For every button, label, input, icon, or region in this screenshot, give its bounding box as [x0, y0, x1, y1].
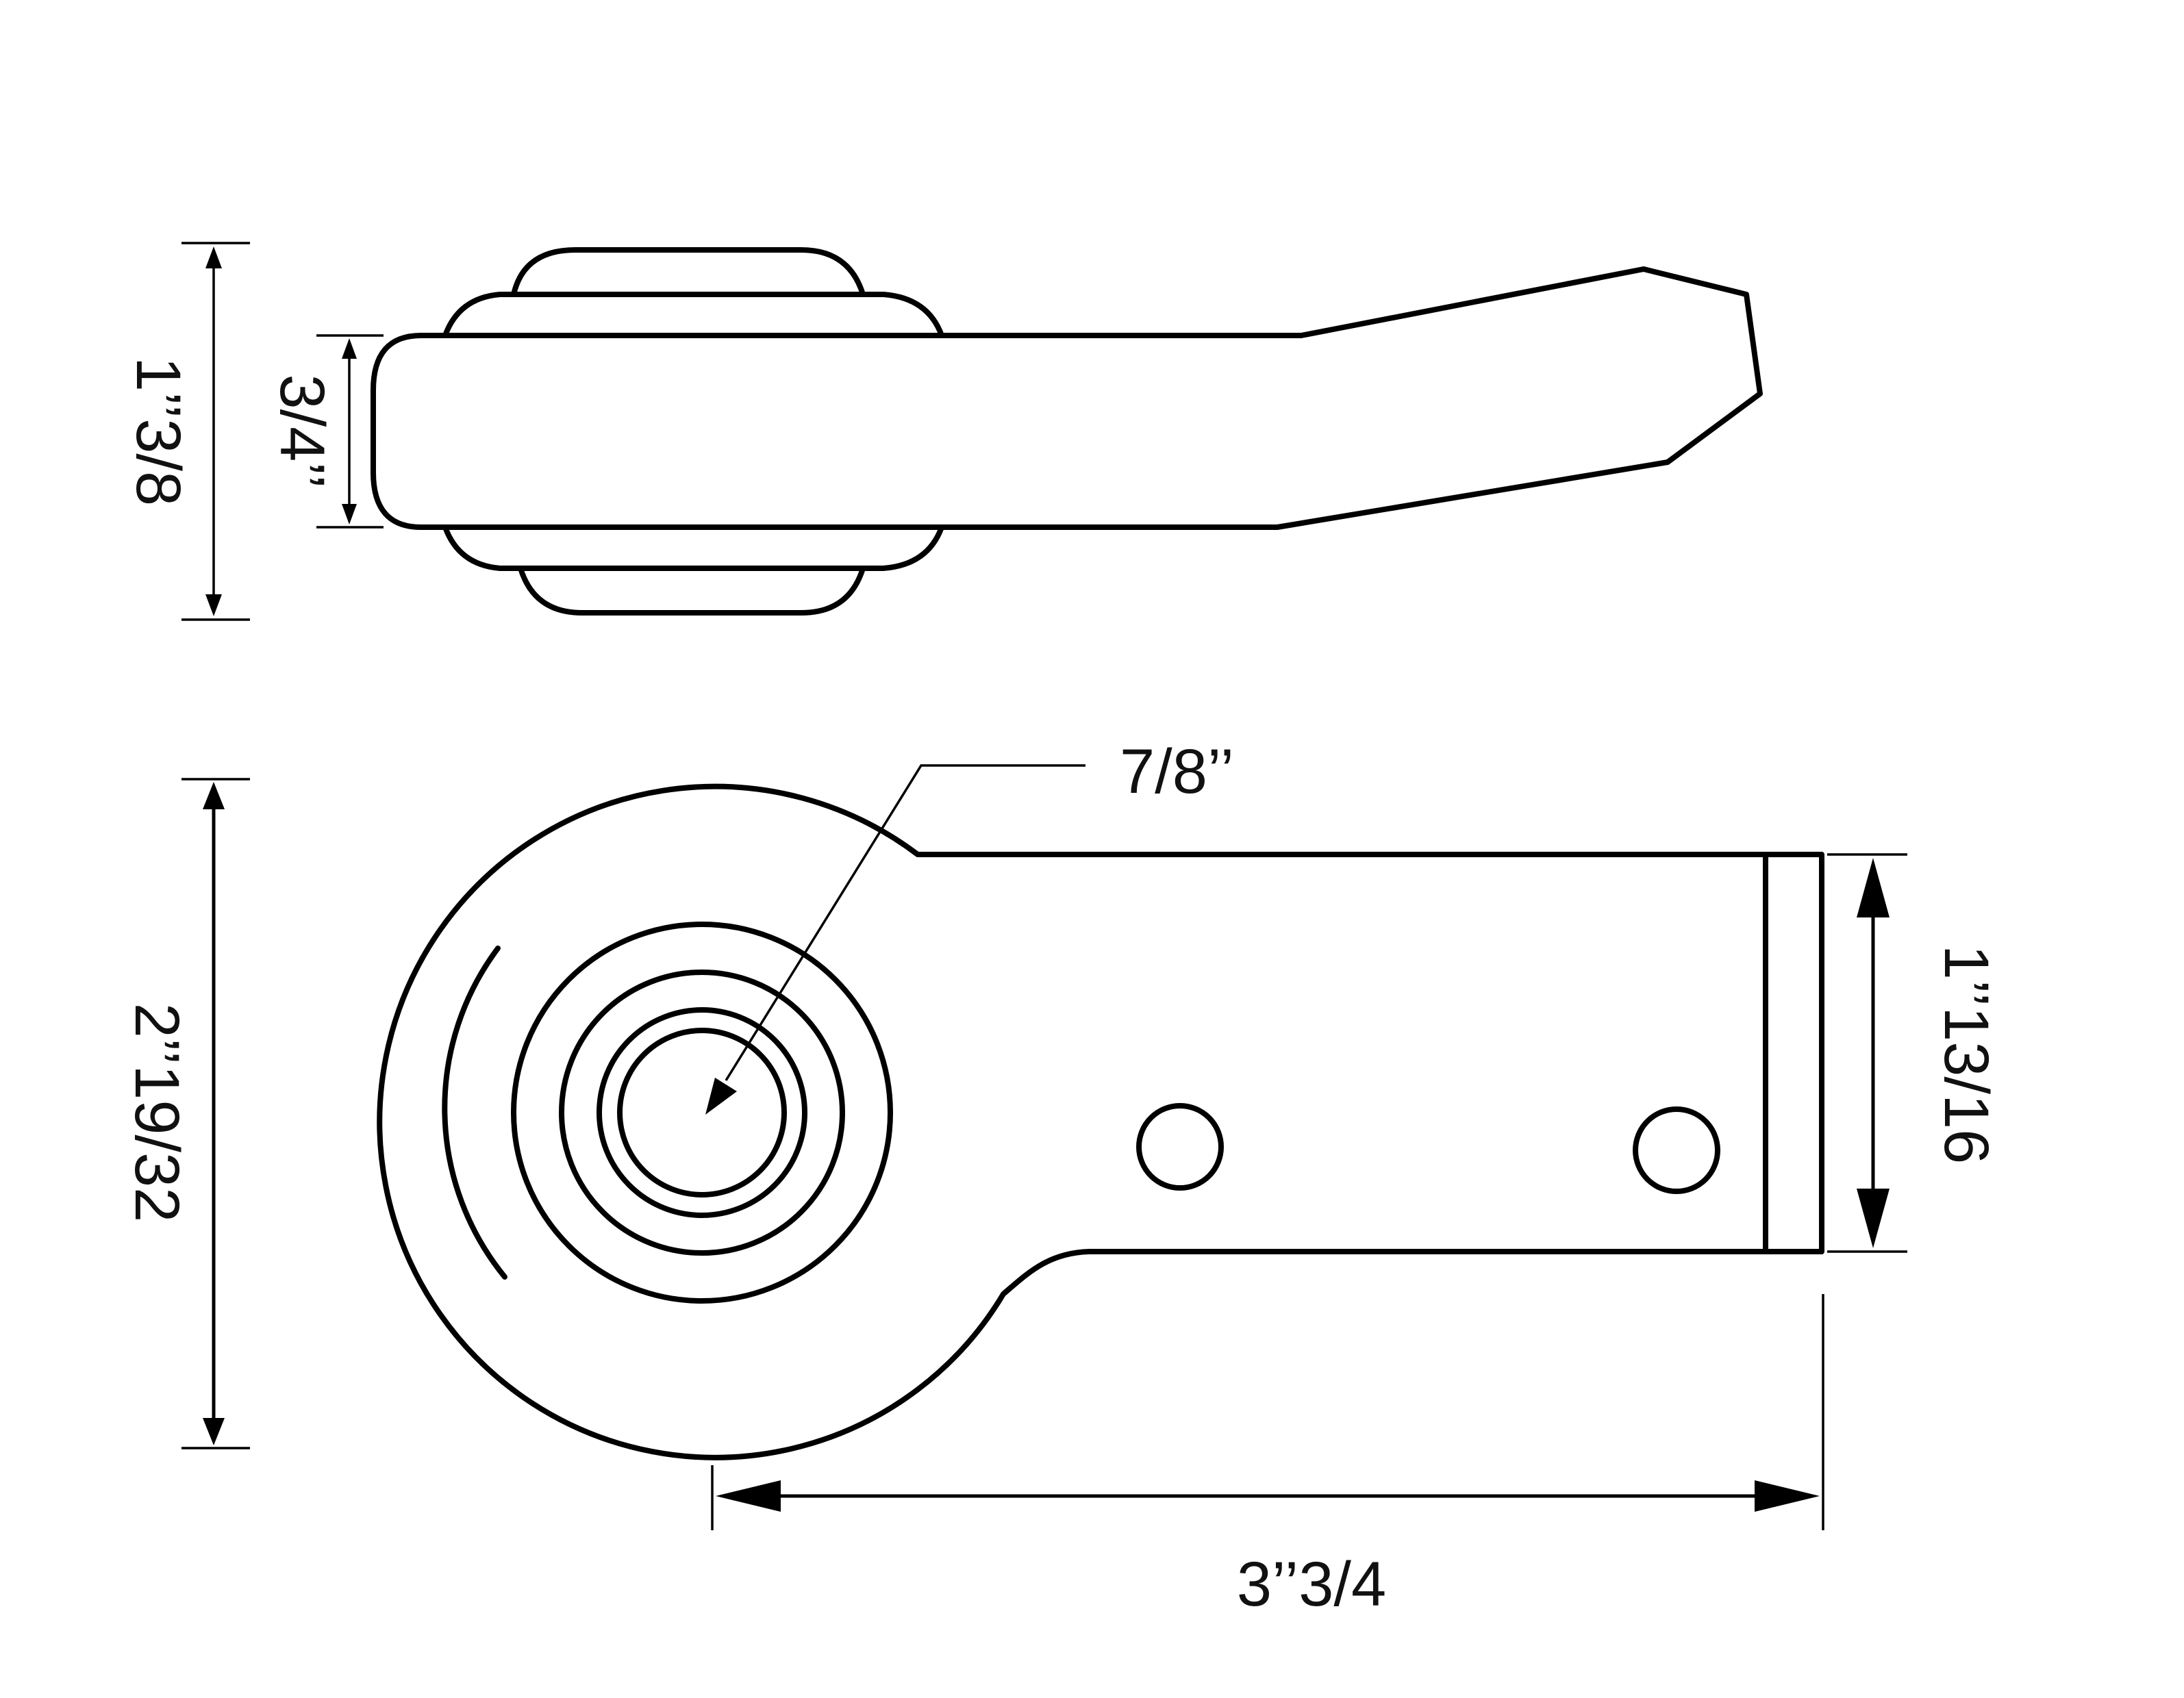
top-overall-length-label: 3’’3/4: [1237, 1549, 1386, 1619]
top-mounting-hole-left: [1136, 1103, 1224, 1191]
side-upper-outer-boss: [511, 247, 866, 297]
side-shaft-height-dimension: 3/4’’: [267, 334, 384, 529]
side-view: [371, 247, 1763, 616]
top-ring-outer: [511, 922, 893, 1304]
side-lower-outer-boss: [518, 566, 866, 616]
top-view: [377, 783, 1824, 1460]
top-ring-inner: [597, 1007, 807, 1218]
side-overall-height-dimension: 1’’3/8: [123, 242, 250, 621]
top-shading-arc: [442, 946, 507, 1280]
top-outer-outline: [377, 783, 1824, 1460]
side-overall-height-label: 1’’3/8: [123, 357, 193, 506]
top-arm-height-label: 1’’13/16: [1931, 945, 2001, 1165]
top-overall-height-label: 2’’19/32: [122, 1003, 192, 1223]
side-lever-body: [371, 266, 1763, 530]
top-ring-middle: [559, 970, 845, 1256]
top-arm-height-dimension: 1’’13/16: [1827, 853, 2001, 1253]
top-overall-length-dimension: 3’’3/4: [711, 1294, 1824, 1619]
top-hole-diameter-label: 7/8’’: [1120, 737, 1234, 807]
side-lower-inner-boss: [442, 524, 944, 571]
top-overall-height-dimension: 2’’19/32: [122, 778, 250, 1449]
top-hole: [617, 1028, 787, 1198]
side-upper-inner-boss: [442, 292, 944, 338]
top-hole-diameter-leader: 7/8’’: [705, 737, 1234, 1115]
side-shaft-height-label: 3/4’’: [267, 374, 337, 488]
top-mounting-hole-right: [1633, 1106, 1720, 1194]
